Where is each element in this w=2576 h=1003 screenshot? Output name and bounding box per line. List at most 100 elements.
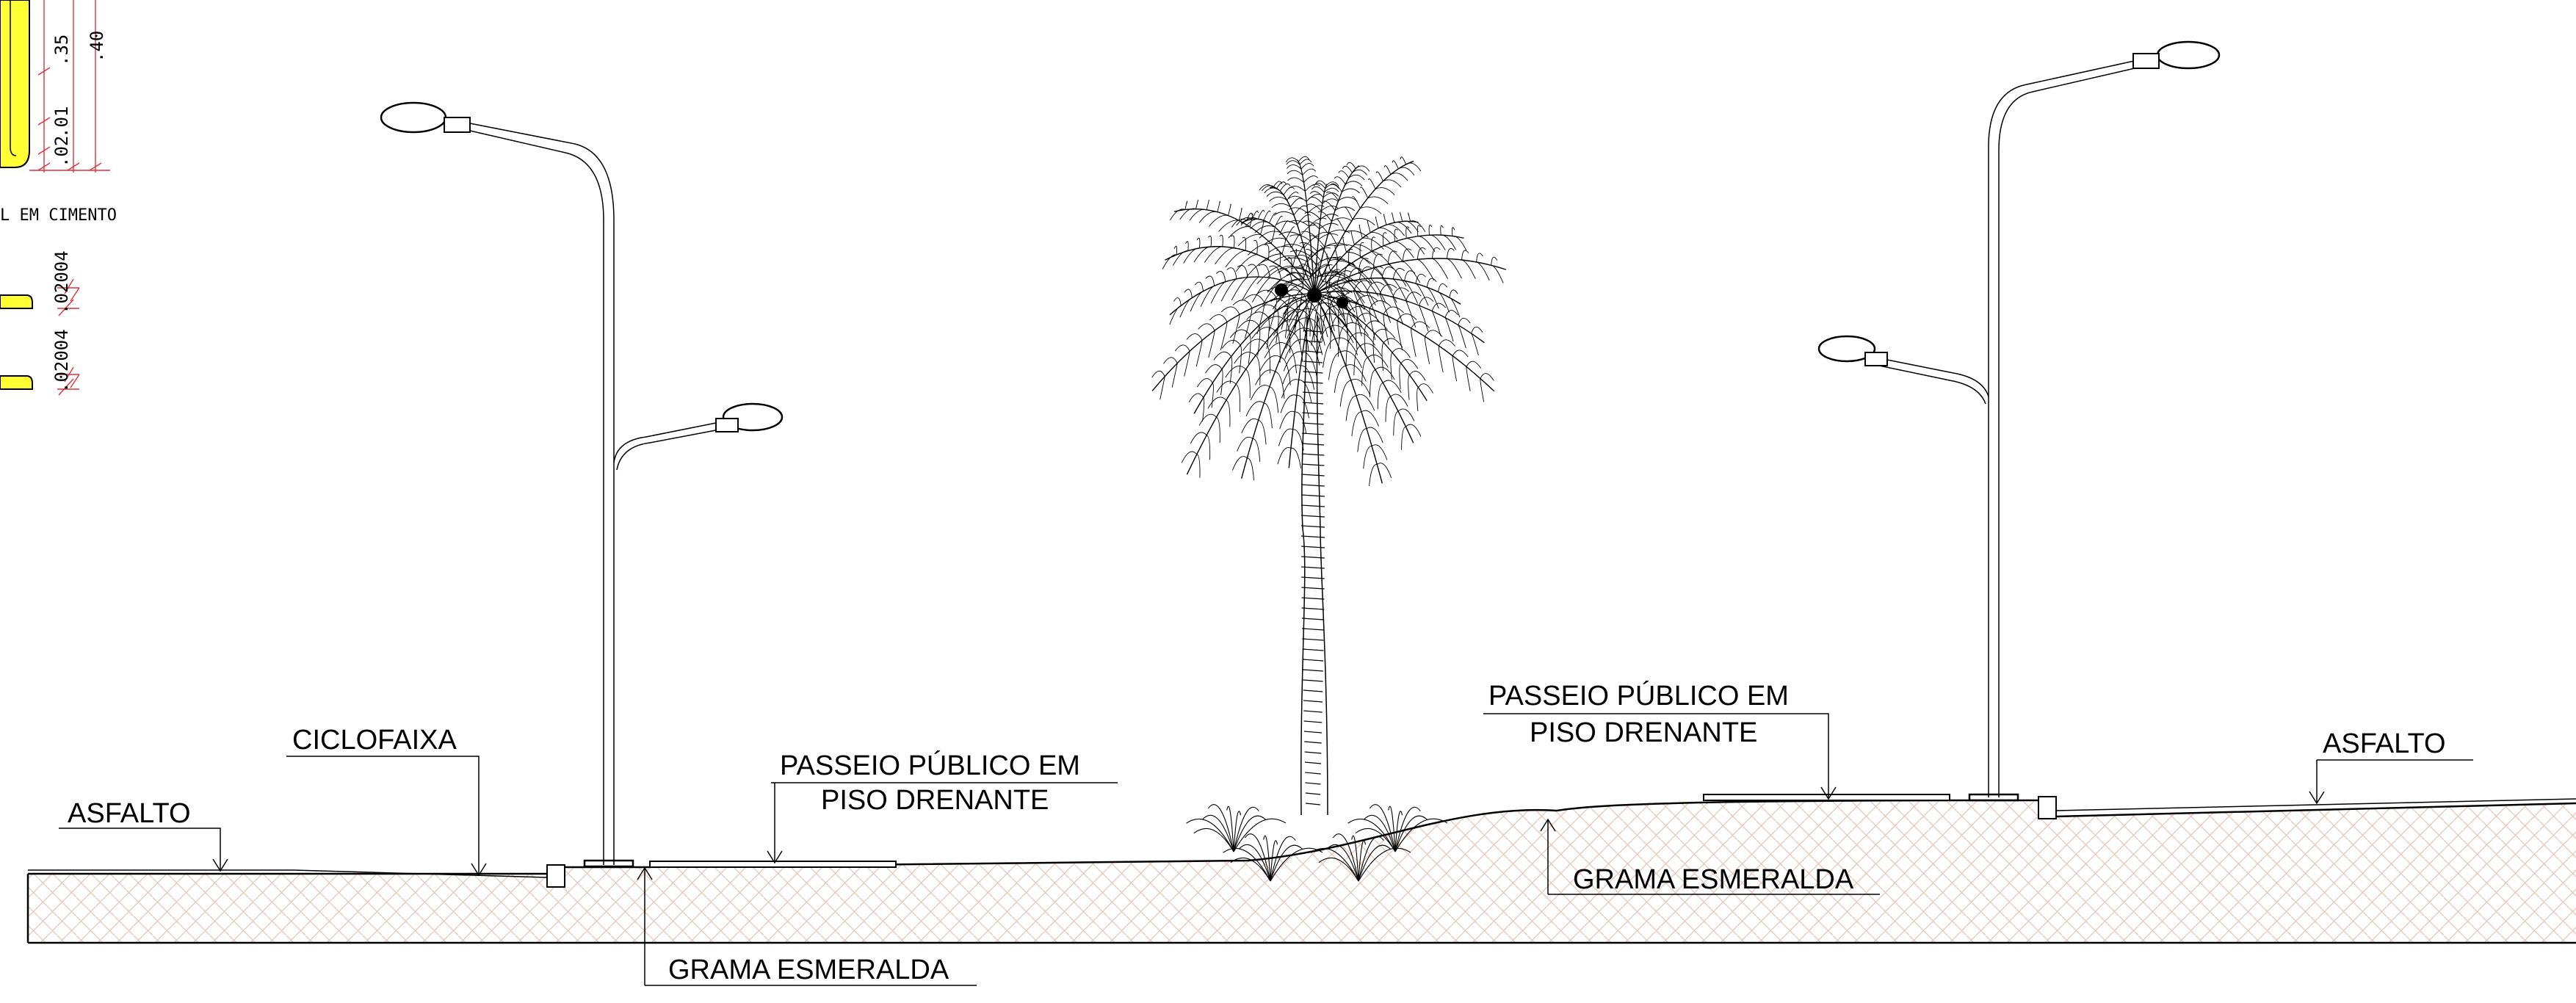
frond-leaflet — [1170, 200, 1188, 221]
frond-leaflet — [1369, 300, 1392, 341]
frond-leaflet — [1254, 304, 1279, 344]
frond-leaflet — [1461, 250, 1476, 280]
frond-leaflet — [1210, 271, 1226, 304]
frond-leaflet — [1183, 237, 1201, 264]
frond-leaflet — [1336, 270, 1356, 313]
shrub-leaf — [1347, 818, 1396, 852]
frond-leaflet — [1281, 264, 1319, 286]
label-passeio-right-2: PISO DRENANTE — [1530, 717, 1757, 748]
frond-leaflet — [1392, 212, 1412, 234]
frond-leaflet — [1200, 275, 1215, 308]
trunk-ring — [1303, 340, 1323, 343]
frond-leaflet — [1287, 175, 1318, 183]
frond-leaflet — [1400, 156, 1422, 172]
frond-leaflet — [1325, 273, 1345, 317]
frond-leaflet — [1438, 339, 1455, 373]
frond-leaflet — [1347, 248, 1372, 283]
frond-leaflet — [1256, 250, 1281, 285]
frond-leaflet — [1151, 370, 1165, 400]
frond-leaflet — [1440, 225, 1456, 250]
frond-leaflet — [1363, 444, 1388, 469]
frond-leaflet — [1372, 328, 1396, 363]
frond-leaflet — [1228, 213, 1253, 239]
frond-leaflet — [1216, 380, 1241, 413]
frond-leaflet — [1262, 265, 1281, 305]
frond-leaflet — [1471, 326, 1483, 356]
frond-leaflet — [1173, 241, 1189, 266]
frond-leaflet — [1417, 247, 1435, 280]
frond-leaflet — [1215, 235, 1235, 265]
frond-leaflet — [1282, 300, 1322, 335]
frond-leaflet — [1241, 264, 1259, 301]
frond-leaflet — [1289, 205, 1325, 214]
frond-leaflet — [1220, 267, 1237, 302]
frond-leaflet — [1449, 289, 1461, 318]
shrub-leaf — [1207, 804, 1234, 852]
frond-leaflet — [1259, 181, 1283, 191]
palm-fruit — [1275, 283, 1288, 297]
trunk-ring — [1301, 484, 1325, 487]
frond-leaflet — [1163, 357, 1178, 388]
shrub-leaf — [1364, 814, 1396, 852]
label-asfalto-right: ASFALTO — [2323, 728, 2446, 759]
frond-leaflet — [1417, 383, 1433, 412]
trunk-ring — [1301, 504, 1325, 507]
shrub-leaf — [1270, 840, 1278, 882]
trunk-ring — [1303, 679, 1323, 682]
palm-frond — [1314, 234, 1464, 294]
dim-e: .02004 — [51, 250, 72, 314]
frond-leaflet — [1358, 225, 1384, 250]
frond-leaflet — [1277, 297, 1311, 337]
trunk-ring — [1302, 432, 1324, 435]
palm-frond — [1288, 293, 1315, 468]
frond-leaflet — [1346, 162, 1370, 172]
frond-leaflet — [1304, 211, 1339, 220]
frond-leaflet — [1328, 350, 1363, 380]
frond-leaflet — [1317, 211, 1353, 222]
frond-leaflet — [1186, 333, 1203, 367]
frond-leaflet — [1360, 187, 1389, 204]
trunk-ring — [1301, 494, 1325, 497]
frond-leaflet — [1244, 294, 1265, 335]
frond-leaflet — [1379, 283, 1397, 323]
palm-frond — [1314, 258, 1507, 294]
frond-leaflet — [1263, 226, 1295, 245]
trunk-ring — [1304, 751, 1322, 754]
frond-leaflet — [1306, 203, 1339, 211]
frond-leaflet — [1283, 351, 1317, 377]
street-light-right — [1817, 40, 2221, 802]
shrub-leaf — [1233, 815, 1267, 852]
frond-leaflet — [1367, 178, 1395, 195]
frond-leaflet — [1408, 212, 1426, 232]
shrub-leaf — [1318, 857, 1359, 882]
shrub-leaf — [1202, 814, 1234, 852]
trunk-ring — [1303, 391, 1323, 394]
frond-leaflet — [1452, 350, 1469, 382]
frond-leaflet — [1198, 200, 1220, 223]
frond-leaflet — [1392, 287, 1409, 325]
shrub-leaf — [1369, 804, 1396, 852]
frond-leaflet — [1369, 463, 1392, 486]
detail-yellow-profile — [0, 0, 30, 168]
palm-frond — [1314, 160, 1414, 294]
frond-leaflet — [1284, 249, 1323, 263]
label-asfalto-left: ASFALTO — [68, 798, 191, 829]
palm-trunk-rings — [1300, 330, 1325, 805]
shrub-leaf — [1263, 835, 1271, 882]
frond-leaflet — [1278, 428, 1304, 451]
frond-leaflet — [1299, 242, 1339, 252]
frond-leaflet — [1231, 265, 1248, 301]
frond-leaflet — [1190, 281, 1204, 312]
shrub-leaf — [1358, 844, 1392, 882]
frond-leaflet — [1282, 364, 1315, 390]
frond-leaflet — [1162, 245, 1177, 269]
trunk-ring — [1303, 710, 1323, 713]
palm-frond — [1169, 276, 1315, 316]
frond-leaflet — [1392, 268, 1408, 303]
ground-shrubs — [1186, 804, 1448, 882]
shrub-leaf — [1327, 844, 1359, 882]
trunk-ring — [1305, 772, 1321, 775]
trunk-ring — [1301, 556, 1325, 559]
frond-leaflet — [1336, 218, 1369, 238]
shrub-leaf — [1270, 836, 1296, 882]
